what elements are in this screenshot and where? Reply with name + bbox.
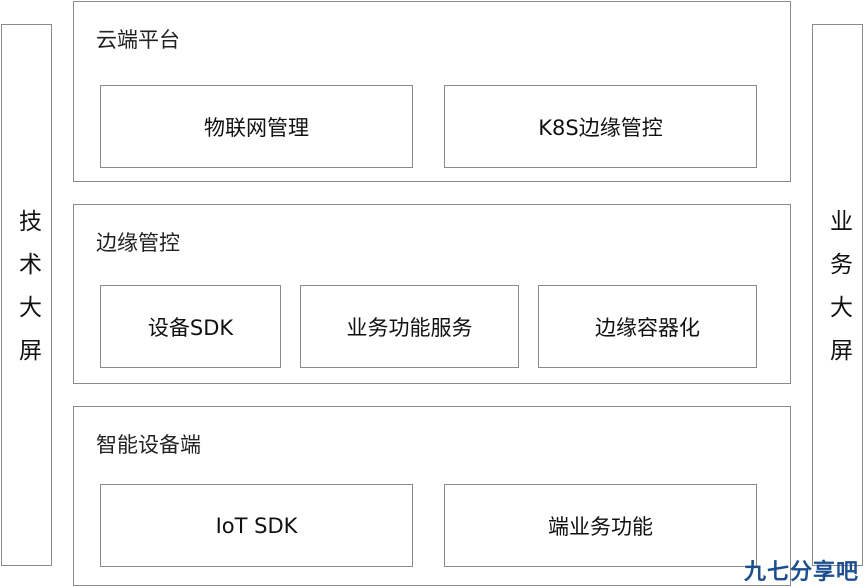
- layer-title: 云端平台: [96, 28, 180, 52]
- module-device-sdk: 设备SDK: [100, 285, 281, 368]
- left-panel-label: 技术大屏: [14, 209, 41, 381]
- module-edge-containerization: 边缘容器化: [538, 285, 757, 368]
- module-iot-management: 物联网管理: [100, 85, 413, 168]
- right-panel-label: 业务大屏: [825, 209, 852, 381]
- layer-smart-device: 智能设备端 IoT SDK 端业务功能: [73, 406, 791, 586]
- layer-title: 边缘管控: [96, 231, 180, 255]
- watermark-text: 九七分享吧: [743, 560, 859, 585]
- layer-title: 智能设备端: [96, 433, 201, 457]
- module-business-function-service: 业务功能服务: [300, 285, 519, 368]
- left-panel-technical-screen: 技术大屏: [1, 24, 52, 566]
- layer-edge-control: 边缘管控 设备SDK 业务功能服务 边缘容器化: [73, 204, 791, 384]
- module-k8s-edge-control: K8S边缘管控: [444, 85, 757, 168]
- right-panel-business-screen: 业务大屏: [812, 24, 863, 566]
- layer-cloud-platform: 云端平台 物联网管理 K8S边缘管控: [73, 1, 791, 182]
- module-device-business-function: 端业务功能: [444, 484, 757, 567]
- module-iot-sdk: IoT SDK: [100, 484, 413, 567]
